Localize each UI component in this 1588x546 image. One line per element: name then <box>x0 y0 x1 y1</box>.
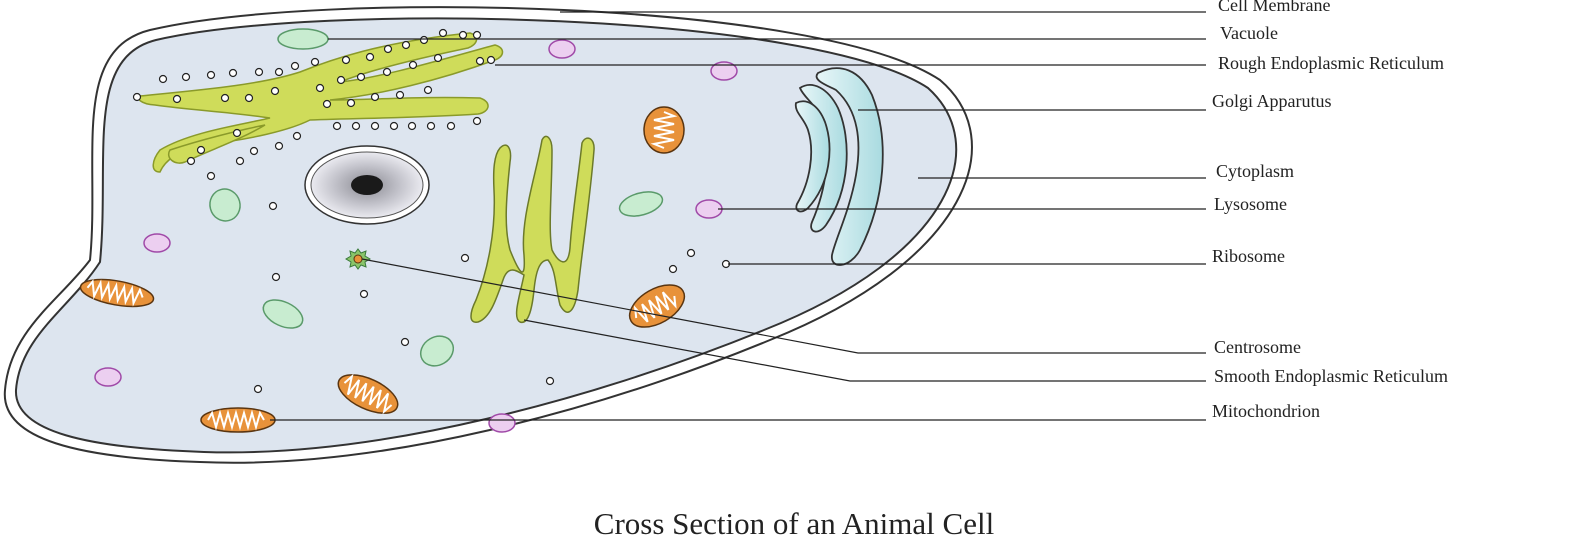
labels: Cell Membrane Vacuole Rough Endoplasmic … <box>1212 0 1448 421</box>
label-lysosome: Lysosome <box>1214 194 1287 214</box>
free-ribosomes <box>253 201 731 394</box>
label-centrosome: Centrosome <box>1214 337 1301 357</box>
diagram-caption: Cross Section of an Animal Cell <box>593 506 995 541</box>
label-rough-er: Rough Endoplasmic Reticulum <box>1218 53 1444 73</box>
vacuoles <box>209 28 664 367</box>
label-smooth-er: Smooth Endoplasmic Reticulum <box>1214 366 1448 386</box>
label-cytoplasm: Cytoplasm <box>1216 161 1294 181</box>
mitochondrion-3 <box>79 278 155 308</box>
smooth-er <box>470 135 595 324</box>
er-ribosomes <box>132 28 496 181</box>
mitochondrion-5 <box>200 407 276 433</box>
leader-lines <box>270 11 1206 421</box>
golgi-apparatus <box>794 67 884 266</box>
mitochondrion-2 <box>628 284 686 328</box>
label-cell-membrane: Cell Membrane <box>1218 0 1330 15</box>
lysosomes <box>94 39 738 433</box>
mitochondrion-4 <box>337 373 399 415</box>
nucleus <box>304 145 430 225</box>
label-ribosome: Ribosome <box>1212 246 1285 266</box>
label-golgi: Golgi Apparutus <box>1212 91 1332 111</box>
label-mitochondrion: Mitochondrion <box>1212 401 1320 421</box>
centrosome <box>345 248 371 270</box>
label-vacuole: Vacuole <box>1220 23 1278 43</box>
mitochondria <box>79 106 686 433</box>
mitochondrion-1 <box>643 106 685 154</box>
